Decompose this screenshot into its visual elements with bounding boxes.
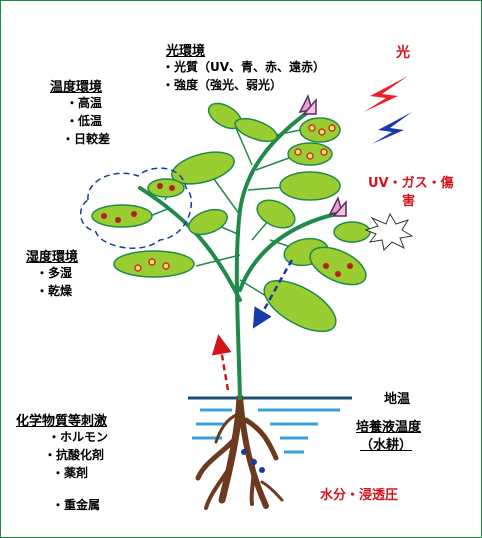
blue-lightning-icon xyxy=(372,112,412,144)
humid-env-item-dry: ・乾燥 xyxy=(36,284,73,298)
upward-flow-arrow xyxy=(211,334,232,391)
uv-gas-damage-label-line2: 害 xyxy=(402,194,416,209)
chem-env-item-heavy-metal: ・重金属 xyxy=(52,498,101,512)
solution-temp-label: 培養液温度 xyxy=(356,420,422,435)
soil-temp-label: 地温 xyxy=(384,392,411,407)
humid-env-title: 湿度環境 xyxy=(26,250,79,265)
chem-env-item-antioxidant: ・抗酸化剤 xyxy=(44,448,105,462)
roots xyxy=(195,394,284,510)
leaf-spots-yellow xyxy=(134,124,336,272)
light-env-title: 光環境 xyxy=(166,44,206,59)
humid-env-item-wet: ・多湿 xyxy=(36,266,73,280)
chem-env-item-drug: ・薬剤 xyxy=(52,466,89,480)
downward-flow-arrow xyxy=(252,259,294,329)
temp-env-item-high: ・高温 xyxy=(66,96,103,110)
chem-env-item-hormone: ・ホルモン xyxy=(48,430,109,444)
hydroponic-label: （水耕） xyxy=(360,438,413,453)
leaf-spots-red xyxy=(101,183,353,277)
red-lightning-icon xyxy=(364,76,408,112)
uv-gas-damage-label-line1: UV・ガス・傷 xyxy=(368,176,454,191)
humidity-bubble xyxy=(80,167,193,249)
leaves xyxy=(91,102,371,333)
light-env-item-quality: ・光質（UV、青、赤、遠赤） xyxy=(162,60,326,74)
chem-env-title: 化学物質等刺激 xyxy=(16,414,108,429)
temp-env-item-low: ・低温 xyxy=(66,114,103,128)
light-env-item-intensity: ・強度（強光、弱光） xyxy=(162,78,283,92)
stems xyxy=(138,110,338,400)
flowers xyxy=(298,93,347,217)
light-label: 光 xyxy=(396,45,410,61)
temp-env-title: 温度環境 xyxy=(50,80,103,95)
temp-env-item-diurnal: ・日較差 xyxy=(62,132,111,146)
damage-burst-icon xyxy=(364,212,414,252)
water-osmotic-label: 水分・浸透圧 xyxy=(320,488,399,503)
root-dots xyxy=(241,449,265,473)
